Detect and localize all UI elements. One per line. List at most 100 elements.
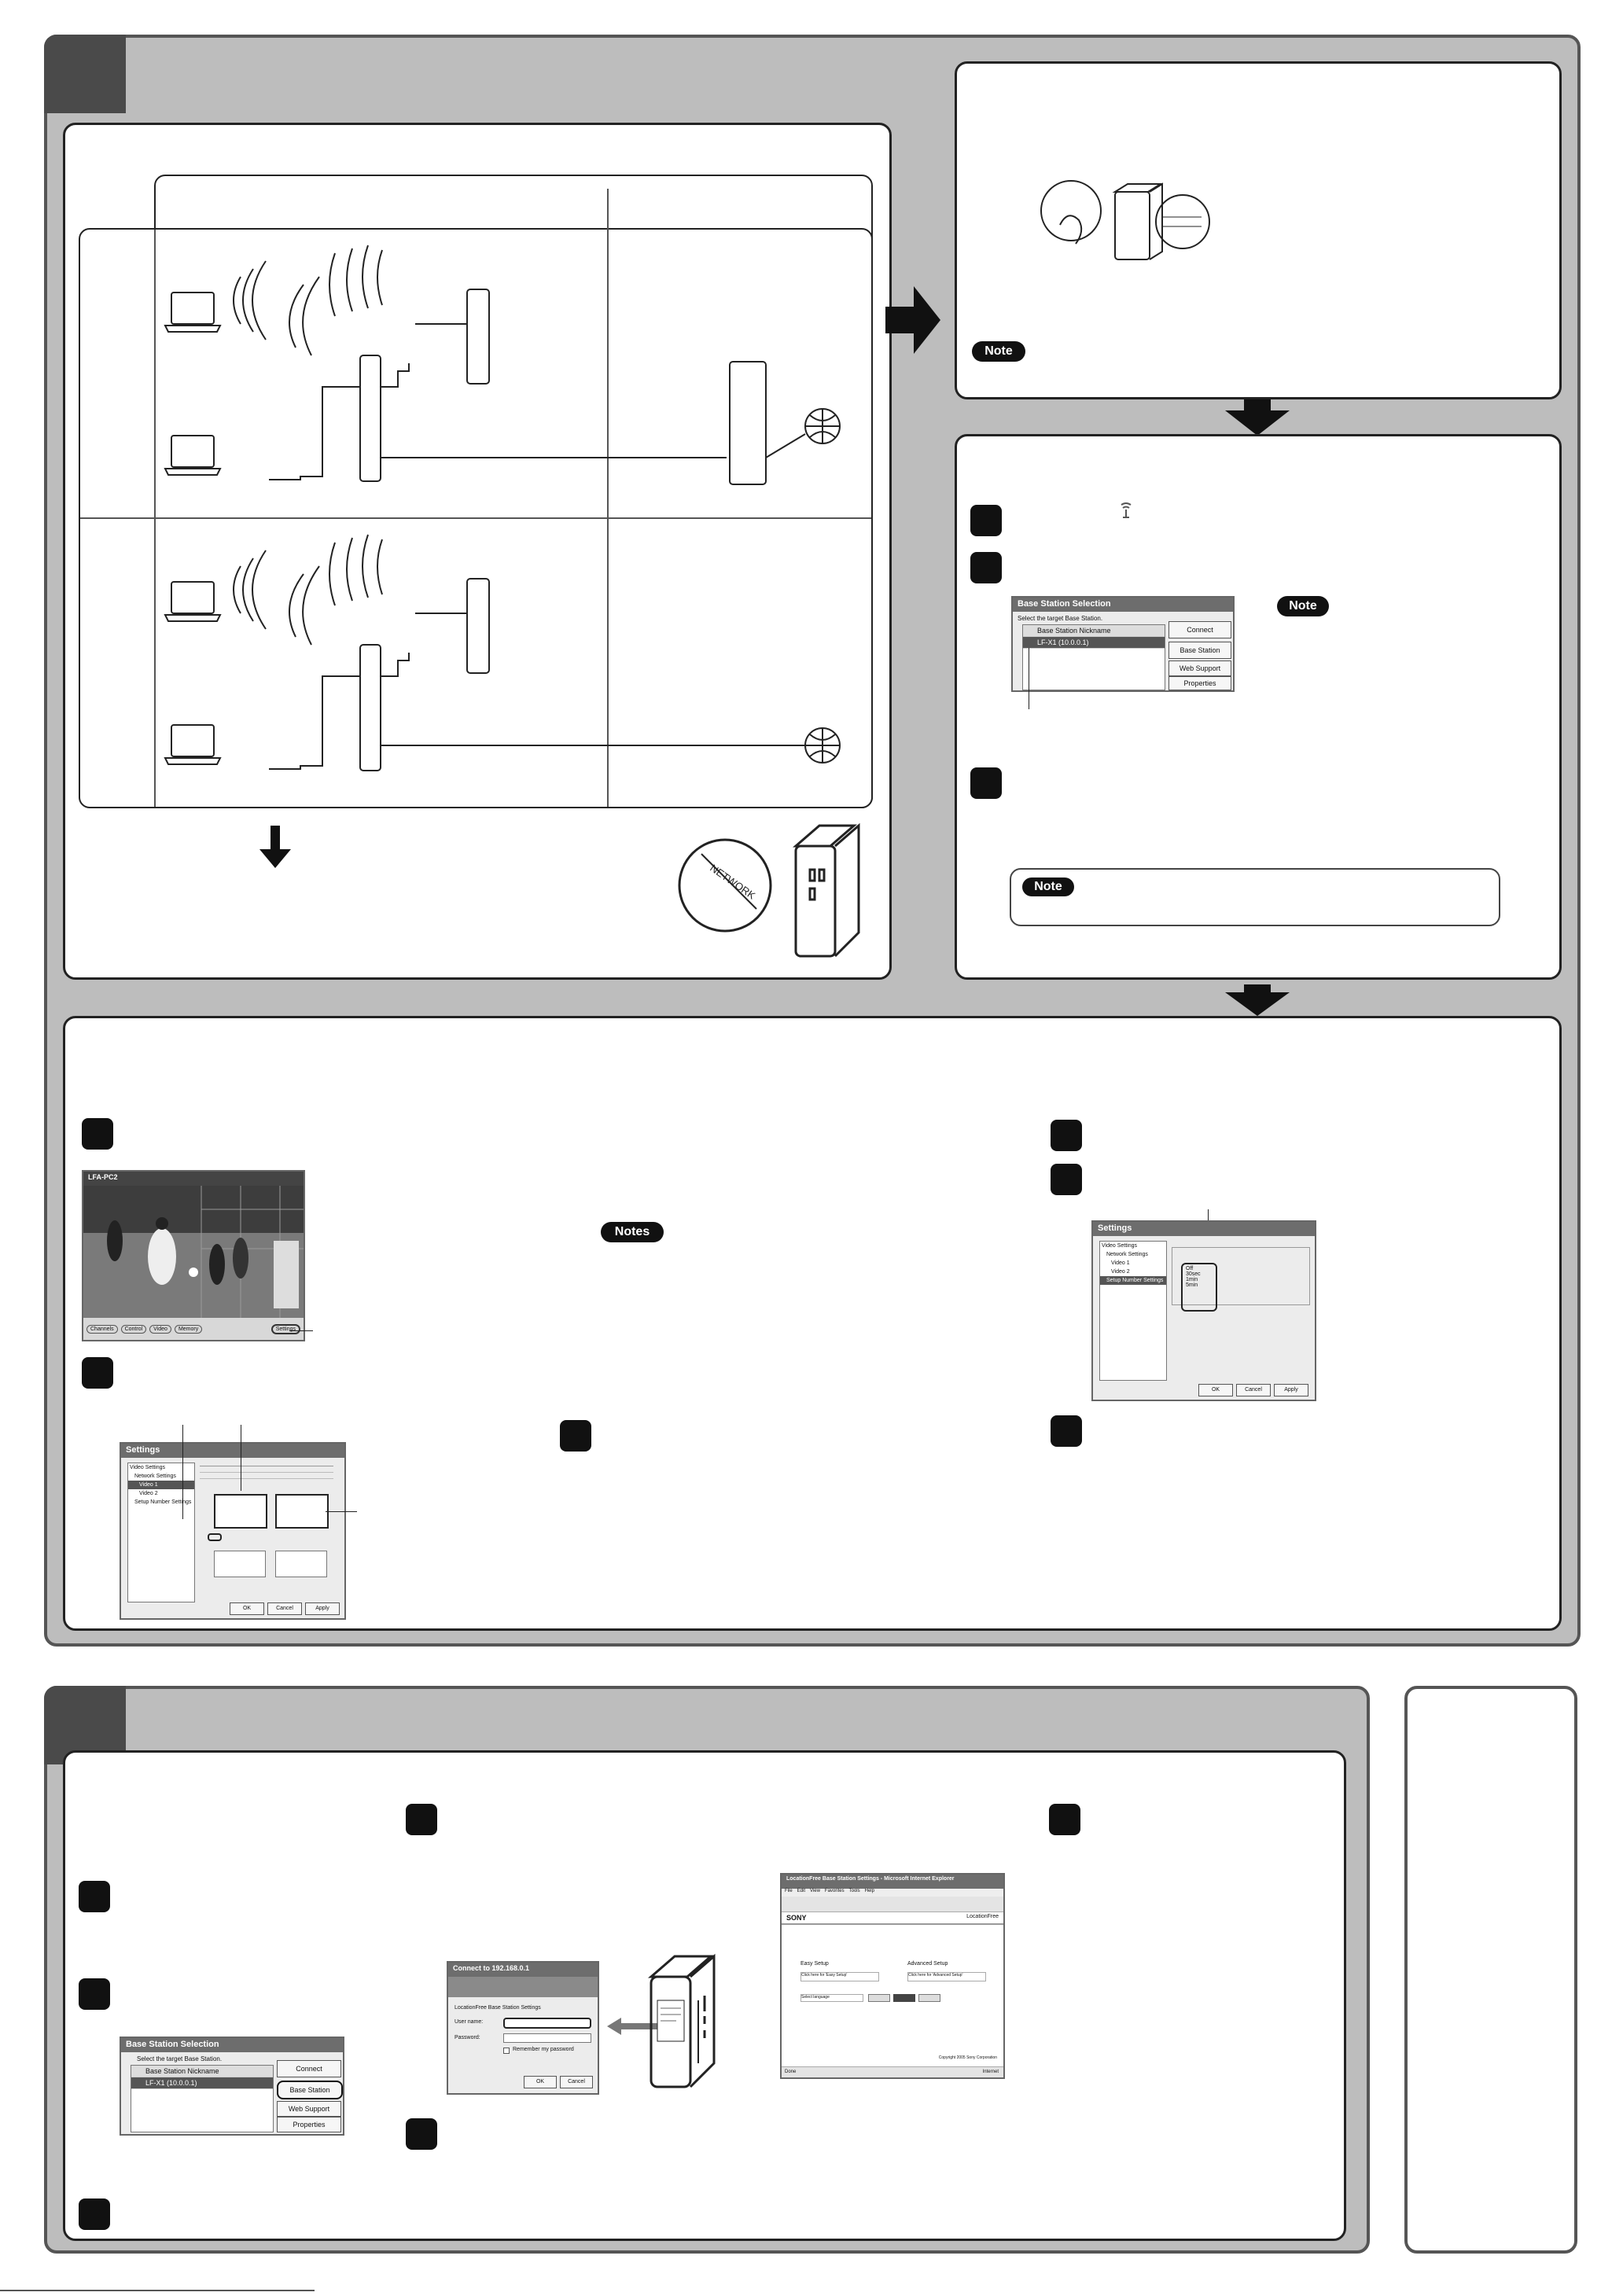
tree-item[interactable]: Video Settings [1102,1243,1138,1249]
base-station-list[interactable]: Base Station Nickname LF-X1 (10.0.0.1) [131,2065,274,2132]
settings-dialog: Settings Video Settings Network Settings… [120,1442,346,1620]
list-item[interactable]: LF-X1 (10.0.0.1) [1023,637,1165,649]
tree-item[interactable]: Setup Number Settings [134,1499,192,1505]
step-number-6 [79,2198,110,2230]
network-diagram [164,245,841,771]
callout-line [182,1425,183,1519]
tree-item[interactable]: Video 1 [1111,1260,1130,1266]
video-button[interactable]: Video [149,1324,171,1334]
dialog-title: Settings [1093,1222,1315,1236]
radio-option[interactable]: 30sec [1186,1271,1201,1277]
menu-item[interactable]: Help [864,1889,874,1893]
control-button[interactable]: Control [120,1324,147,1334]
web-support-button[interactable]: Web Support [277,2101,341,2117]
cancel-button[interactable]: Cancel [267,1602,302,1615]
easy-setup-link[interactable]: Easy Setup [800,1961,829,1967]
radio-option[interactable]: 1min [1186,1277,1198,1282]
step-number-2 [82,1357,113,1389]
menu-item[interactable]: View [810,1889,820,1893]
ok-button[interactable]: OK [230,1602,264,1615]
advanced-setup-link[interactable]: Advanced Setup [907,1961,948,1967]
step-number-5 [1049,1804,1080,1835]
advanced-setup-desc[interactable]: Click here for 'Advanced Setup' [907,1972,986,1981]
settings-tree[interactable]: Video Settings Network Settings Video 1 … [1099,1241,1167,1381]
cancel-button[interactable]: Cancel [1236,1384,1271,1396]
diagram-row-divider [80,517,871,519]
down-arrow-icon [1225,984,1290,1016]
properties-button[interactable]: Properties [1168,676,1231,690]
status-right: Internet [982,2070,999,2074]
radio-option[interactable]: 5min [1186,1282,1198,1288]
browser-title: LocationFree Base Station Settings - Mic… [782,1875,1003,1889]
language-button[interactable] [893,1994,915,2002]
language-button[interactable] [918,1994,940,2002]
note-badge: Note [1022,878,1074,896]
settings-tree[interactable]: Video Settings Network Settings Video 1 … [127,1463,195,1602]
sony-logo: SONY [786,1914,807,1922]
menu-item[interactable]: File [785,1889,793,1893]
browser-menu-bar: File Edit View Favorites Tools Help [782,1889,1003,1897]
apply-button[interactable]: Apply [305,1602,340,1615]
tree-item[interactable]: Network Settings [134,1474,176,1479]
properties-button[interactable]: Properties [277,2117,341,2132]
ok-button[interactable]: OK [524,2076,557,2088]
user-name-field[interactable] [503,2018,591,2029]
language-select[interactable]: Select language [800,1994,863,2002]
base-station-selection-dialog: Base Station Selection Select the target… [1011,596,1235,692]
apply-button[interactable]: Apply [1274,1384,1308,1396]
video-list-right[interactable] [275,1494,329,1529]
step-number-6 [1051,1415,1082,1447]
password-label: Password: [455,2035,480,2040]
video-list-right-2[interactable] [275,1551,327,1577]
player-window: LFA-PC2 Channels Control Video Memory Se… [82,1170,305,1341]
browser-divider [782,1923,1003,1925]
list-item[interactable]: LF-X1 (10.0.0.1) [131,2077,273,2089]
base-station-selection-dialog: Base Station Selection Select the target… [120,2037,344,2136]
radio-option[interactable]: Off [1186,1266,1194,1271]
easy-setup-desc[interactable]: Click here for 'Easy Setup' [800,1972,879,1981]
step-number-3 [406,1804,437,1835]
settings-dialog-timeout: Settings Video Settings Network Settings… [1091,1220,1316,1401]
radio-options[interactable]: Off 30sec 1min 5min [1181,1263,1217,1312]
tree-item[interactable]: Video 2 [139,1491,158,1496]
connect-button[interactable]: Connect [1168,621,1231,638]
remember-checkbox[interactable] [503,2048,510,2054]
language-button[interactable] [868,1994,890,2002]
base-station-settings-button[interactable]: Base Station Settings [277,2081,343,2110]
tree-item[interactable]: Video 1 [128,1481,194,1489]
connect-button[interactable]: Connect [277,2060,341,2077]
down-arrow-icon [1225,399,1290,436]
channels-button[interactable]: Channels [86,1324,118,1334]
video-list-left[interactable] [214,1494,267,1529]
web-support-button[interactable]: Web Support [1168,660,1231,676]
remember-label: Remember my password [513,2047,574,2052]
password-field[interactable] [503,2033,591,2043]
reset-button[interactable] [208,1533,222,1541]
locationfree-logo: LocationFree [966,1914,999,1919]
menu-item[interactable]: Favorites [824,1889,845,1893]
tree-item[interactable]: Video 2 [1111,1269,1130,1275]
settings-line [200,1478,333,1479]
settings-line [200,1472,333,1473]
video-list-left-2[interactable] [214,1551,266,1577]
memory-button[interactable]: Memory [174,1324,203,1334]
dialog-instruction: Select the target Base Station. [137,2055,223,2062]
menu-item[interactable]: Edit [797,1889,806,1893]
svg-text:NETWORK: NETWORK [708,862,757,902]
tree-item[interactable]: Network Settings [1106,1252,1148,1257]
base-station-list[interactable]: Base Station Nickname LF-X1 (10.0.0.1) [1022,624,1165,690]
laptop-icon [164,292,222,333]
settings-button[interactable]: Settings [270,1323,300,1334]
base-station-settings-button[interactable]: Base Station Settings [1168,642,1231,670]
tree-item[interactable]: Setup Number Settings [1100,1276,1166,1285]
cancel-button[interactable]: Cancel [560,2076,593,2088]
dialog-title: Connect to 192.168.0.1 [448,1963,598,1977]
setup-button-illustration [1040,180,1210,260]
tree-item[interactable]: Video Settings [130,1465,166,1470]
user-label: User name: [455,2019,484,2025]
list-header: Base Station Nickname [1023,625,1165,637]
note-badge: Note [972,341,1025,362]
down-arrow-icon [259,826,291,868]
menu-item[interactable]: Tools [848,1889,860,1893]
ok-button[interactable]: OK [1198,1384,1233,1396]
